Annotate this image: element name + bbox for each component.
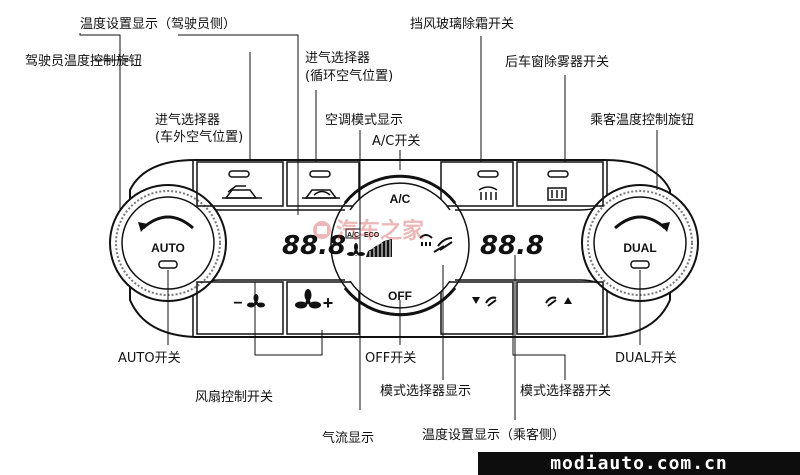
label-off-switch: OFF开关 [365, 351, 416, 366]
top-buttons [196, 161, 604, 207]
mode-up-button[interactable] [516, 281, 604, 335]
label-intake-recirc-1: 进气选择器 [305, 50, 370, 66]
rear-defog-led [547, 170, 569, 178]
intake-recirc-led [309, 170, 331, 178]
auto-button-label[interactable]: AUTO [151, 241, 185, 255]
driver-temp-knob[interactable] [109, 184, 227, 302]
label-intake-fresh-2: (车外空气位置) [155, 129, 243, 145]
mode-down-button[interactable] [440, 281, 514, 335]
label-mode-selector-display: 模式选择器显示 [380, 384, 471, 399]
mode-up-icon [545, 296, 572, 307]
off-button-label[interactable]: OFF [388, 289, 412, 303]
bottom-buttons [196, 281, 604, 335]
label-ac-switch: A/C开关 [372, 134, 420, 149]
label-intake-fresh-1: 进气选择器 [155, 112, 220, 128]
label-mode-selector-switch: 模式选择器开关 [520, 384, 611, 399]
auto-indicator-led [158, 260, 178, 269]
right-temp-readout: 88.8 [480, 231, 544, 261]
label-driver-temp-knob: 驾驶员温度控制旋钮 [25, 53, 142, 69]
car-recirc-icon [302, 189, 340, 199]
watermark-text: 汽车之家 [336, 218, 425, 244]
eco-indicator: ECO [364, 232, 380, 239]
leader-lines [79, 33, 658, 420]
ac-button-label[interactable]: A/C [390, 192, 411, 206]
callout-labels: 温度设置显示（驾驶员侧） 驾驶员温度控制旋钮 进气选择器 (循环空气位置) 进气… [25, 16, 694, 446]
dual-button-label[interactable]: DUAL [623, 241, 656, 255]
label-auto-switch: AUTO开关 [118, 351, 181, 366]
fan-increase-button[interactable] [286, 281, 360, 335]
passenger-temp-knob[interactable] [581, 184, 699, 302]
site-footer-banner: modiauto.com.cn [478, 452, 800, 475]
mode-down-icon [472, 296, 497, 307]
airflow-indicator [345, 228, 392, 257]
label-intake-recirc-2: (循环空气位置) [305, 68, 393, 84]
label-passenger-temp-knob: 乘客温度控制旋钮 [590, 112, 694, 128]
dual-indicator-led [630, 260, 650, 269]
windshield-defrost-icon [478, 186, 498, 200]
fan-plus-label: + [323, 293, 334, 313]
label-airflow-display: 气流显示 [322, 430, 374, 446]
fan-small-icon [247, 294, 265, 308]
watermark-logo [313, 221, 331, 239]
lcd-display [262, 215, 538, 273]
rear-defog-button[interactable] [516, 161, 604, 207]
label-rear-defog: 后车窗除雾器开关 [505, 54, 609, 70]
label-passenger-temp-display: 温度设置显示（乘客侧） [422, 427, 565, 443]
ac-indicator: A/C [347, 232, 359, 239]
label-ac-mode-display: 空调模式显示 [325, 113, 403, 128]
control-panel [129, 159, 671, 338]
fan-large-icon [295, 289, 321, 309]
intake-fresh-led [228, 170, 250, 178]
label-driver-temp-display: 温度设置显示（驾驶员侧） [80, 16, 236, 32]
defrost-led [477, 170, 499, 178]
left-temp-readout: 88.8 [282, 231, 346, 261]
label-dual-switch: DUAL开关 [615, 351, 677, 366]
intake-recirc-button[interactable] [286, 161, 360, 207]
mode-display-icon [419, 234, 453, 253]
fan-decrease-button[interactable] [196, 281, 284, 335]
intake-fresh-button[interactable] [196, 161, 284, 207]
car-fresh-air-icon [222, 185, 262, 199]
label-windshield-defrost: 挡风玻璃除霜开关 [410, 17, 514, 32]
windshield-defrost-button[interactable] [440, 161, 514, 207]
label-fan-control: 风扇控制开关 [195, 389, 273, 405]
rear-defog-icon [547, 187, 567, 201]
fan-minus-label: − [233, 295, 242, 312]
